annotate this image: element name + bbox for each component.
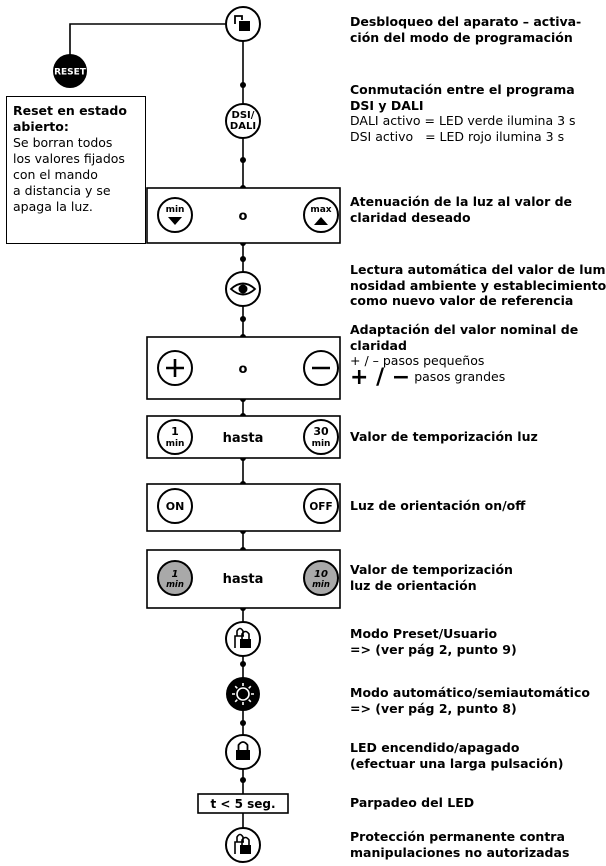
down-arrow-icon xyxy=(168,217,182,225)
light-time-mid: hasta xyxy=(223,431,264,446)
eye-icon xyxy=(229,282,257,296)
led-button[interactable] xyxy=(225,734,261,770)
step-unlock-title: Desbloqueo del aparato – activa- ción de… xyxy=(350,14,582,45)
off-button[interactable]: OFF xyxy=(303,488,339,524)
on-label: ON xyxy=(166,500,185,513)
plus-button[interactable] xyxy=(157,350,193,386)
on-button[interactable]: ON xyxy=(157,488,193,524)
eye-button[interactable] xyxy=(225,271,261,307)
step-dsi-dali-detail: DALI activo = LED verde ilumina 3 s DSI … xyxy=(350,113,576,144)
step-orientation-title: Luz de orientación on/off xyxy=(350,498,526,513)
time-1min-number: 1 xyxy=(171,425,179,438)
reset-body: Se borran todos los valores fijados con … xyxy=(13,135,125,214)
reset-title: Reset en estado abierto: xyxy=(13,103,127,134)
orient-10min-number: 10 xyxy=(314,569,328,580)
auto-mode-button[interactable] xyxy=(226,677,260,711)
dsi-dali-label: DSI/DALI xyxy=(230,110,256,132)
orient-10min-unit: min xyxy=(312,580,330,590)
orient-1min-number: 1 xyxy=(172,569,179,580)
step-blink-title: Parpadeo del LED xyxy=(350,795,475,810)
large-step-text: pasos grandes xyxy=(410,368,506,384)
time-30min-button[interactable]: 30 min xyxy=(303,419,339,455)
step-led-title: LED encendido/apagado (efectuar una larg… xyxy=(350,740,564,771)
step-dsi-dali-title: Conmutación entre el programa DSI y DALI xyxy=(350,82,575,113)
protection-icon xyxy=(234,833,251,854)
large-step-symbols: + / − xyxy=(350,364,411,390)
dimming-mid: o xyxy=(239,209,248,224)
step-light-time-title: Valor de temporización luz xyxy=(350,429,538,444)
max-label: max xyxy=(310,205,331,215)
step-led-desc: LED encendido/apagado (efectuar una larg… xyxy=(350,740,563,771)
step-preset-title: Modo Preset/Usuario => (ver pág 2, punto… xyxy=(350,626,517,657)
min-label: min xyxy=(166,205,185,215)
sun-icon xyxy=(232,683,254,705)
time-1min-unit: min xyxy=(166,439,185,449)
orient-10min-button[interactable]: 10 min xyxy=(303,560,339,596)
plus-icon xyxy=(166,359,184,377)
time-1min-button[interactable]: 1 min xyxy=(157,419,193,455)
step-orientation-desc: Luz de orientación on/off xyxy=(350,498,525,514)
dsi-dali-button[interactable]: DSI/DALI xyxy=(225,103,261,139)
off-label: OFF xyxy=(309,501,332,513)
step-unlock-desc: Desbloqueo del aparato – activa- ción de… xyxy=(350,14,581,45)
preset-user-button[interactable] xyxy=(225,621,261,657)
step-dimming-title: Atenuación de la luz al valor de clarida… xyxy=(350,194,573,225)
step-orient-time-desc: Valor de temporización luz de orientació… xyxy=(350,562,513,593)
min-button[interactable]: min xyxy=(157,197,193,233)
time-30min-unit: min xyxy=(312,439,331,449)
reset-button[interactable]: RESET xyxy=(53,54,87,88)
step-setpoint-title: Adaptación del valor nominal de claridad xyxy=(350,322,579,353)
step-protection-desc: Protección permanente contra manipulacio… xyxy=(350,829,569,860)
timer-box xyxy=(197,793,289,814)
unlock-icon xyxy=(234,15,250,31)
step-eye-desc: Lectura automática del valor de lumi- no… xyxy=(350,262,606,309)
step-light-time-desc: Valor de temporización luz xyxy=(350,429,538,445)
unlock-button[interactable] xyxy=(225,6,261,42)
reset-connector xyxy=(69,23,226,58)
preset-user-icon xyxy=(234,627,251,648)
step-blink-desc: Parpadeo del LED xyxy=(350,795,474,811)
reset-info-box: Reset en estado abierto: Se borran todos… xyxy=(6,96,146,244)
orient-1min-button[interactable]: 1 min xyxy=(157,560,193,596)
up-arrow-icon xyxy=(314,217,328,225)
step-setpoint-desc: Adaptación del valor nominal de claridad… xyxy=(350,322,579,388)
orient-1min-unit: min xyxy=(166,580,184,590)
timer-label: t < 5 seg. xyxy=(210,797,275,811)
step-orient-time-title: Valor de temporización luz de orientació… xyxy=(350,562,513,593)
step-protection-title: Protección permanente contra manipulacio… xyxy=(350,829,570,860)
time-30min-number: 30 xyxy=(313,425,329,438)
step-eye-title: Lectura automática del valor de lumi- no… xyxy=(350,262,606,308)
step-dimming-desc: Atenuación de la luz al valor de clarida… xyxy=(350,194,572,225)
step-auto-desc: Modo automático/semiautomático => (ver p… xyxy=(350,685,590,716)
reset-button-label: RESET xyxy=(54,68,87,78)
lock-icon xyxy=(236,741,250,760)
step-dsi-dali-desc: Conmutación entre el programa DSI y DALI… xyxy=(350,82,576,144)
step-setpoint-small: + / – pasos pequeños xyxy=(350,353,485,368)
step-setpoint-large: + / − pasos grandes xyxy=(350,366,578,388)
protection-button[interactable] xyxy=(225,827,261,863)
orient-time-mid: hasta xyxy=(223,572,264,587)
setpoint-mid: o xyxy=(239,362,248,377)
max-button[interactable]: max xyxy=(303,197,339,233)
step-auto-title: Modo automático/semiautomático => (ver p… xyxy=(350,685,590,716)
minus-button[interactable] xyxy=(303,350,339,386)
step-preset-desc: Modo Preset/Usuario => (ver pág 2, punto… xyxy=(350,626,517,657)
